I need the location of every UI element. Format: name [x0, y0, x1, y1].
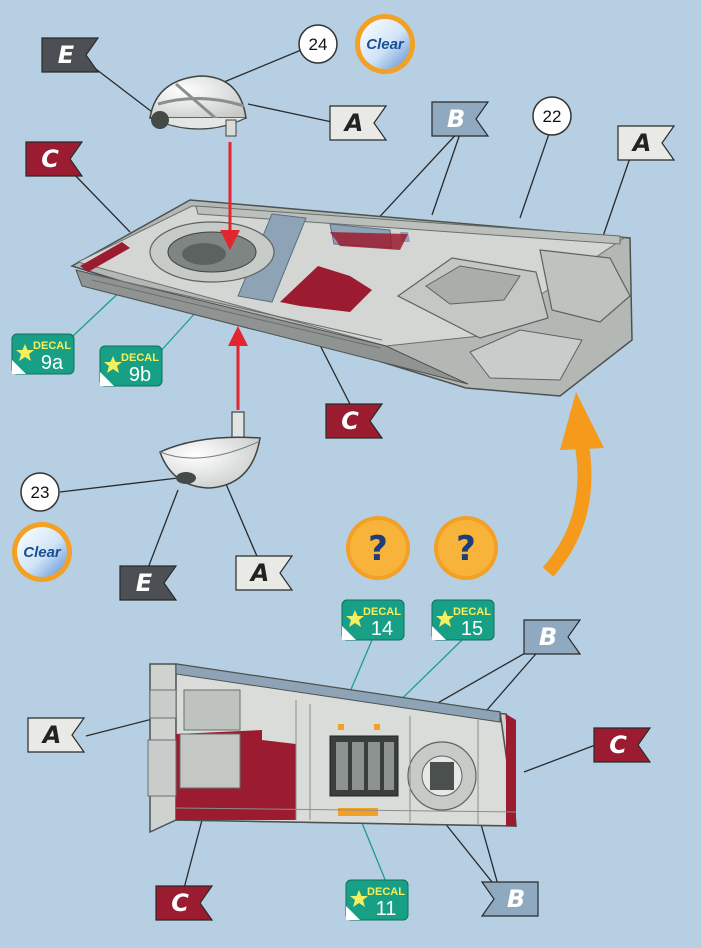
- red-arrow-down: [220, 142, 240, 250]
- svg-text:C: C: [341, 407, 359, 435]
- svg-text:B: B: [507, 885, 525, 913]
- color-flag-c: C: [25, 141, 84, 177]
- svg-text:?: ?: [456, 529, 476, 569]
- svg-text:DECAL: DECAL: [453, 606, 491, 618]
- svg-text:15: 15: [461, 618, 483, 640]
- color-flag-e: E: [119, 565, 178, 601]
- svg-text:11: 11: [376, 898, 397, 920]
- question-mark-icon: ?: [434, 516, 498, 580]
- svg-text:B: B: [539, 623, 557, 651]
- color-flag-a: A: [329, 105, 388, 141]
- color-flag-c: C: [325, 403, 384, 439]
- canopy-part-24: [149, 75, 247, 137]
- orange-arrow-icon: [542, 392, 604, 577]
- part-number-22: 22: [532, 96, 572, 136]
- color-flag-a: A: [27, 717, 86, 753]
- part-number-24: 24: [298, 24, 338, 64]
- svg-text:Clear: Clear: [366, 36, 405, 53]
- color-flag-b: B: [523, 619, 582, 655]
- svg-text:DECAL: DECAL: [33, 340, 71, 352]
- red-arrow-up: [228, 326, 248, 410]
- color-flag-b: B: [431, 101, 490, 137]
- decal-star-icon: [436, 610, 454, 627]
- svg-text:22: 22: [543, 107, 562, 126]
- svg-text:Clear: Clear: [23, 544, 62, 561]
- svg-text:23: 23: [31, 483, 50, 502]
- hull-underside-view: [147, 663, 517, 834]
- svg-text:9a: 9a: [41, 352, 64, 374]
- svg-text:C: C: [41, 145, 59, 173]
- decal-star-icon: [16, 344, 34, 361]
- part-number-23: 23: [20, 472, 60, 512]
- color-flag-b: B: [480, 881, 539, 917]
- decal-star-icon: [104, 356, 122, 373]
- decal-star-icon: [346, 610, 364, 627]
- svg-text:C: C: [171, 889, 189, 917]
- decal-star-icon: [350, 890, 368, 907]
- hull-part-22: [70, 199, 633, 397]
- color-flag-a: A: [235, 555, 294, 591]
- clear-part-icon: Clear: [355, 14, 415, 74]
- svg-text:E: E: [58, 41, 75, 69]
- color-flag-e: E: [41, 37, 100, 73]
- color-flag-c: C: [155, 885, 214, 921]
- svg-text:A: A: [631, 129, 652, 157]
- svg-text:C: C: [609, 731, 627, 759]
- svg-text:A: A: [41, 721, 62, 749]
- svg-text:E: E: [136, 569, 153, 597]
- svg-text:9b: 9b: [129, 364, 151, 386]
- svg-text:A: A: [343, 109, 364, 137]
- clear-part-icon: Clear: [12, 522, 72, 582]
- svg-text:DECAL: DECAL: [121, 352, 159, 364]
- svg-text:DECAL: DECAL: [367, 886, 405, 898]
- svg-text:A: A: [249, 559, 270, 587]
- svg-text:DECAL: DECAL: [363, 606, 401, 618]
- color-flag-c: C: [593, 727, 652, 763]
- color-flag-a: A: [617, 125, 676, 161]
- svg-text:14: 14: [371, 618, 393, 640]
- svg-text:24: 24: [309, 35, 328, 54]
- question-mark-icon: ?: [346, 516, 410, 580]
- svg-text:?: ?: [368, 529, 388, 569]
- canopy-part-23: [159, 411, 261, 489]
- svg-text:B: B: [447, 105, 465, 133]
